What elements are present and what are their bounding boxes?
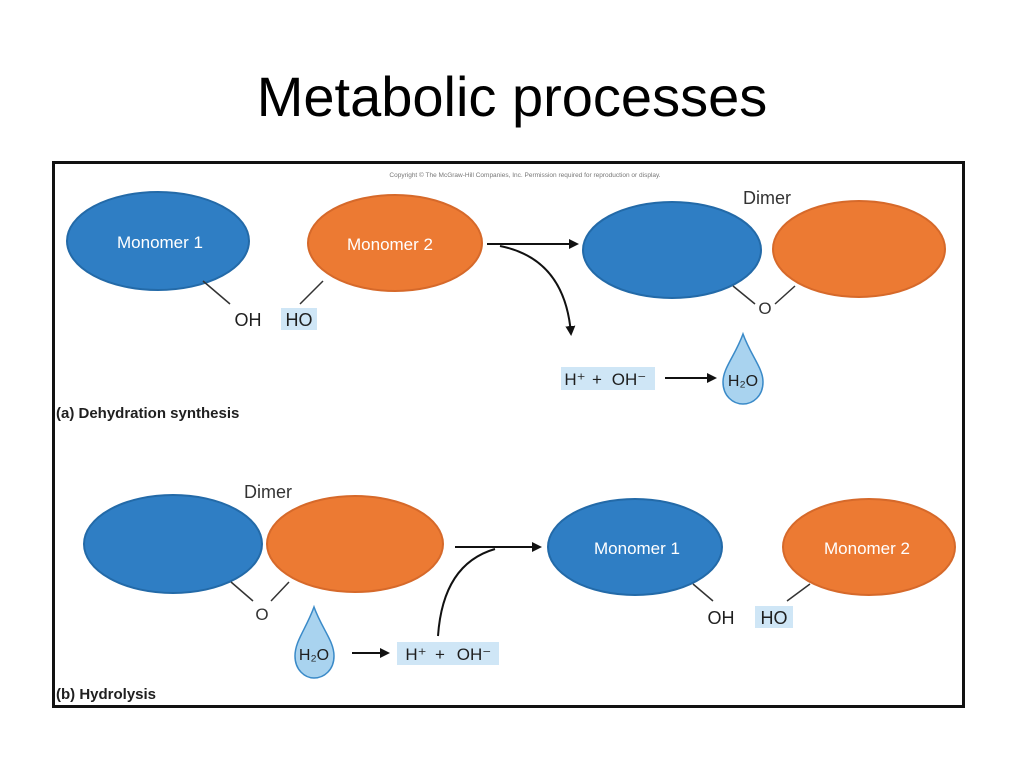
- panel-b-dimer-bond-left: [230, 581, 254, 602]
- panel-a-monomer-1-label: Monomer 1: [117, 233, 203, 252]
- panel-a-plus: +: [592, 370, 602, 389]
- panel-a-water: H₂O: [728, 373, 758, 390]
- panel-b-caption: (b) Hydrolysis: [56, 686, 156, 703]
- panel-b-hydroxyl-2: HO: [761, 608, 788, 628]
- panel-b-curved-arrow-up: [437, 548, 496, 637]
- panel-a-dimer-left-shape: [582, 201, 762, 299]
- panel-b-bond-line-2: [786, 583, 811, 602]
- panel-a-dimer-right-shape: [772, 200, 946, 298]
- slide-title: Metabolic processes: [256, 65, 768, 128]
- panel-a-caption: (a) Dehydration synthesis: [56, 405, 239, 422]
- panel-a-curved-arrow-down: [499, 245, 576, 336]
- figure-frame: Copyright © The McGraw-Hill Companies, I…: [52, 161, 965, 708]
- panel-a-hydrogen-ion: H⁺: [564, 370, 585, 389]
- panel-b-dimer-right-shape: [266, 495, 444, 593]
- panel-b-monomer-1-label: Monomer 1: [594, 539, 680, 558]
- panel-a-water-drop-icon: [722, 331, 764, 405]
- panel-b-hydroxyl-1: OH: [708, 608, 735, 628]
- panel-a-monomer-2-label: Monomer 2: [347, 235, 433, 254]
- panel-b-monomer-1-shape: [547, 498, 723, 596]
- copyright-note: Copyright © The McGraw-Hill Companies, I…: [389, 171, 660, 179]
- panel-a-dehydration-synthesis: Monomer 1 Monomer 2 OH HO Dimer O H⁺: [56, 188, 946, 422]
- panel-b-plus: +: [435, 645, 445, 664]
- panel-b-water: H₂O: [299, 647, 329, 664]
- panel-a-dimer-bond-left: [732, 285, 756, 305]
- panel-a-monomer-1-shape: [66, 191, 250, 291]
- panel-b-ions-highlight: [397, 642, 499, 665]
- panel-b-monomer-2-label: Monomer 2: [824, 539, 910, 558]
- panel-a-hydroxyl-2: HO: [286, 310, 313, 330]
- metabolic-diagram: Copyright © The McGraw-Hill Companies, I…: [56, 171, 956, 703]
- panel-a-hydroxide-ion: OH⁻: [612, 370, 646, 389]
- panel-a-bridge-oxygen: O: [758, 299, 771, 318]
- panel-b-hydroxide-ion: OH⁻: [457, 645, 491, 664]
- panel-b-bond-line-1: [692, 583, 714, 602]
- panel-a-bond-line-1: [202, 280, 231, 305]
- panel-a-bond-line-2: [299, 280, 324, 305]
- panel-a-dimer-bond-right: [774, 285, 796, 305]
- panel-b-dimer-bond-right: [270, 581, 290, 602]
- panel-b-ho-highlight: [755, 606, 793, 628]
- panel-b-bridge-oxygen: O: [255, 605, 268, 624]
- panel-a-hydroxyl-1: OH: [235, 310, 262, 330]
- panel-a-dimer-label: Dimer: [743, 188, 791, 208]
- panel-a-ho-highlight: [281, 308, 317, 330]
- panel-a-monomer-2-shape: [307, 194, 483, 292]
- panel-b-hydrogen-ion: H⁺: [405, 645, 426, 664]
- panel-a-ions-highlight: [561, 367, 655, 390]
- panel-b-dimer-label: Dimer: [244, 482, 292, 502]
- panel-b-hydrolysis: Dimer O H₂O H⁺ + OH⁻ Monomer 1 OH Mo: [56, 482, 956, 703]
- panel-b-monomer-2-shape: [782, 498, 956, 596]
- panel-b-dimer-left-shape: [83, 494, 263, 594]
- panel-b-water-drop-icon: [294, 604, 335, 679]
